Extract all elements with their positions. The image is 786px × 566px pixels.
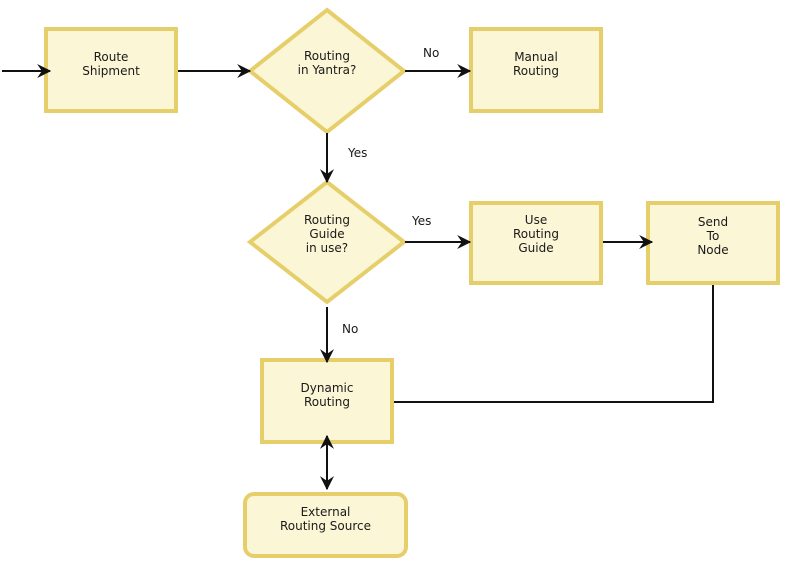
decision-routing-in-yantra (246, 7, 408, 135)
edge-label-yes-use-guide: Yes (412, 214, 432, 228)
edge-label-no-manual: No (423, 46, 440, 60)
edge-send-to-dynamic (394, 285, 714, 403)
label-route-shipment: Route Shipment (82, 50, 140, 78)
node-external-routing-source (243, 492, 408, 558)
label-dynamic-routing: Dynamic Routing (300, 381, 354, 409)
edge-label-no-dynamic: No (342, 322, 359, 336)
connectors (2, 64, 714, 491)
label-send-to-node: Send To Node (697, 215, 729, 257)
edge-label-yes-guide: Yes (348, 146, 368, 160)
label-routing-in-yantra: Routing in Yantra? (297, 49, 357, 77)
decision-routing-guide-in-use (246, 179, 408, 305)
label-external-routing-source: External Routing Source (279, 505, 372, 533)
node-use-routing-guide (469, 201, 603, 285)
node-manual-routing (469, 27, 603, 113)
label-use-routing-guide: Use Routing Guide (512, 213, 559, 255)
label-manual-routing: Manual Routing (512, 50, 559, 78)
node-send-to-node (646, 201, 780, 285)
label-routing-guide-in-use: Routing Guide in use? (303, 213, 350, 255)
